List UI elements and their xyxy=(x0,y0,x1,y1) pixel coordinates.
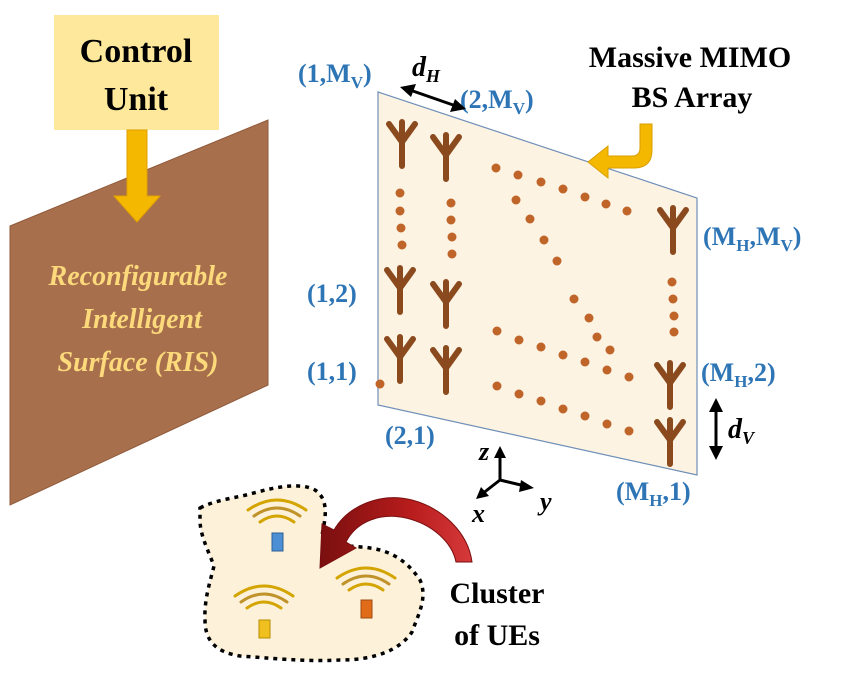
axis-x-label: x xyxy=(471,499,485,528)
label-mh-mv: (MH,MV) xyxy=(703,222,801,255)
antenna-icon xyxy=(384,119,689,467)
ris-panel xyxy=(9,119,269,506)
axis-z-label: z xyxy=(478,437,490,466)
antenna-dots xyxy=(375,163,679,436)
vertical-spacing-arrow xyxy=(709,398,723,460)
axis-y-label: y xyxy=(537,487,552,516)
label-mh-2: (MH,2) xyxy=(701,358,776,391)
bs-array-arrow xyxy=(587,123,653,180)
cluster-label-line2: of UEs xyxy=(454,619,540,652)
ue-device-icon xyxy=(258,532,373,639)
ris-label-line2: Intelligent xyxy=(81,304,203,335)
horizontal-spacing-arrow xyxy=(400,84,466,112)
ris-label-line1: Reconfigurable xyxy=(48,261,228,292)
spacing-dh-label: dH xyxy=(412,52,441,86)
bs-array-label-line2: BS Array xyxy=(632,81,753,114)
bs-array-label-line1: Massive MIMO xyxy=(589,41,791,74)
control-arrow-down xyxy=(112,129,162,223)
axes-icon xyxy=(476,446,534,499)
label-2-1: (2,1) xyxy=(385,421,435,450)
cluster-arrow xyxy=(319,497,473,569)
control-unit-line1: Control xyxy=(80,33,193,70)
control-unit-line2: Unit xyxy=(104,81,169,118)
cluster-label-line1: Cluster xyxy=(450,577,545,610)
ris-label-line3: Surface (RIS) xyxy=(57,347,218,378)
label-1-1: (1,1) xyxy=(307,357,357,386)
spacing-dv-label: dV xyxy=(728,414,756,448)
control-unit-box xyxy=(54,15,219,130)
label-2-mv: (2,MV) xyxy=(460,85,534,118)
label-1-mv: (1,MV) xyxy=(298,59,372,92)
label-mh-1: (MH,1) xyxy=(616,477,691,510)
label-1-2: (1,2) xyxy=(307,279,357,308)
wifi-signal-icon xyxy=(233,498,397,610)
